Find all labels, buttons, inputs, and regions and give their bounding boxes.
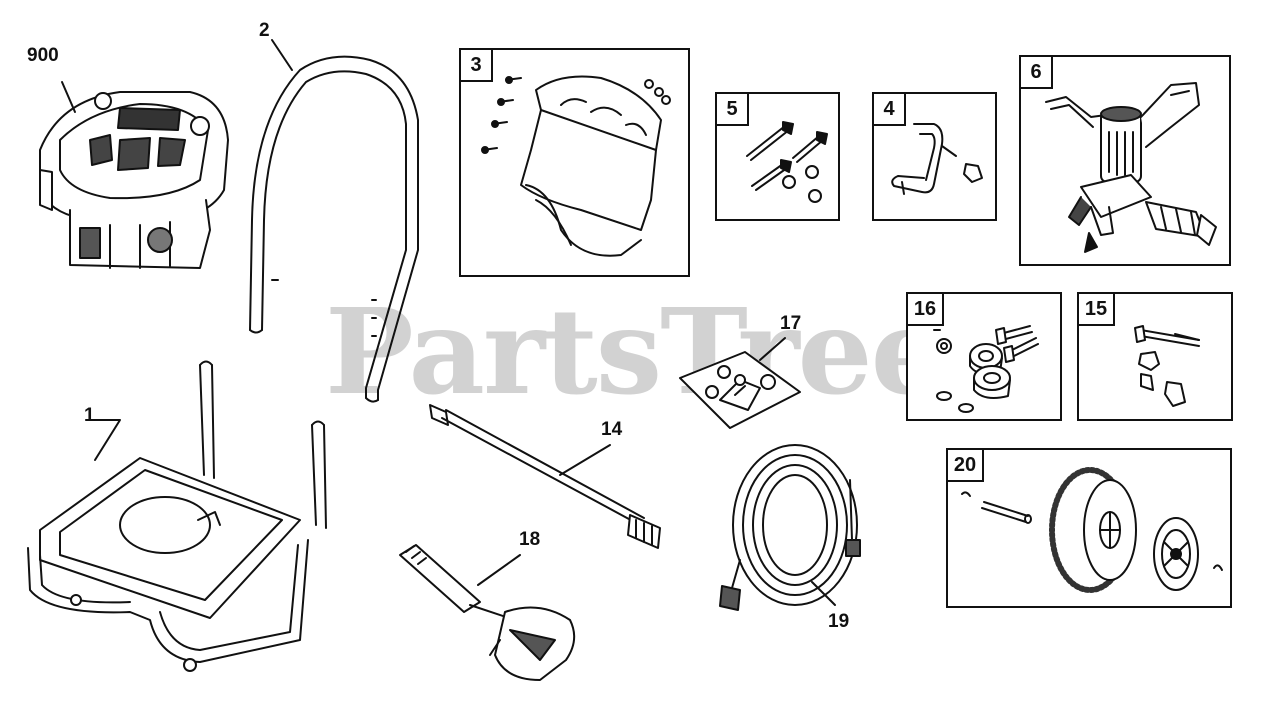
watermark: PartsTree (325, 282, 946, 421)
hose-drawing (720, 445, 860, 610)
wheel-hardware-badge: 16 (906, 292, 944, 326)
frame-drawing (28, 362, 326, 672)
panel-bracket-drawing (481, 75, 671, 257)
wheel-kit-badge: 20 (946, 448, 984, 482)
wheel-kit-drawing (961, 467, 1223, 593)
pump-badge: 6 (1019, 55, 1053, 89)
nozzle-holder-badge: 4 (872, 92, 906, 126)
nozzle-holder-box: 4 (872, 92, 997, 221)
panel-bracket-badge: 3 (459, 48, 493, 82)
bolt-kit-badge: 5 (715, 92, 749, 126)
callout-wand: 14 (601, 419, 623, 440)
callout-hose: 19 (828, 611, 850, 632)
wheel-hardware-box: 16 (906, 292, 1062, 421)
callout-hardware-bag: 17 (780, 313, 802, 334)
handle-drawing (250, 40, 418, 402)
wand-drawing (430, 405, 660, 548)
pump-box: 6 (1019, 55, 1231, 266)
hardware-bag-drawing (680, 338, 800, 428)
engine-drawing (40, 82, 228, 268)
callout-engine: 900 (27, 45, 59, 66)
nozzle-holder-drawing (891, 123, 983, 195)
bolt-kit-box: 5 (715, 92, 840, 221)
callout-spray-gun: 18 (519, 529, 541, 550)
gun-holder-badge: 15 (1077, 292, 1115, 326)
pump-drawing (1045, 82, 1217, 253)
callout-handle: 2 (259, 20, 270, 41)
gun-holder-drawing (1134, 325, 1200, 407)
wheel-kit-box: 20 (946, 448, 1232, 608)
panel-bracket-box: 3 (459, 48, 690, 277)
callout-frame: 1 (84, 405, 95, 426)
spray-gun-drawing (400, 545, 574, 680)
wheel-hardware-drawing (933, 325, 1039, 413)
bolt-kit-drawing (746, 121, 828, 203)
gun-holder-box: 15 (1077, 292, 1233, 421)
